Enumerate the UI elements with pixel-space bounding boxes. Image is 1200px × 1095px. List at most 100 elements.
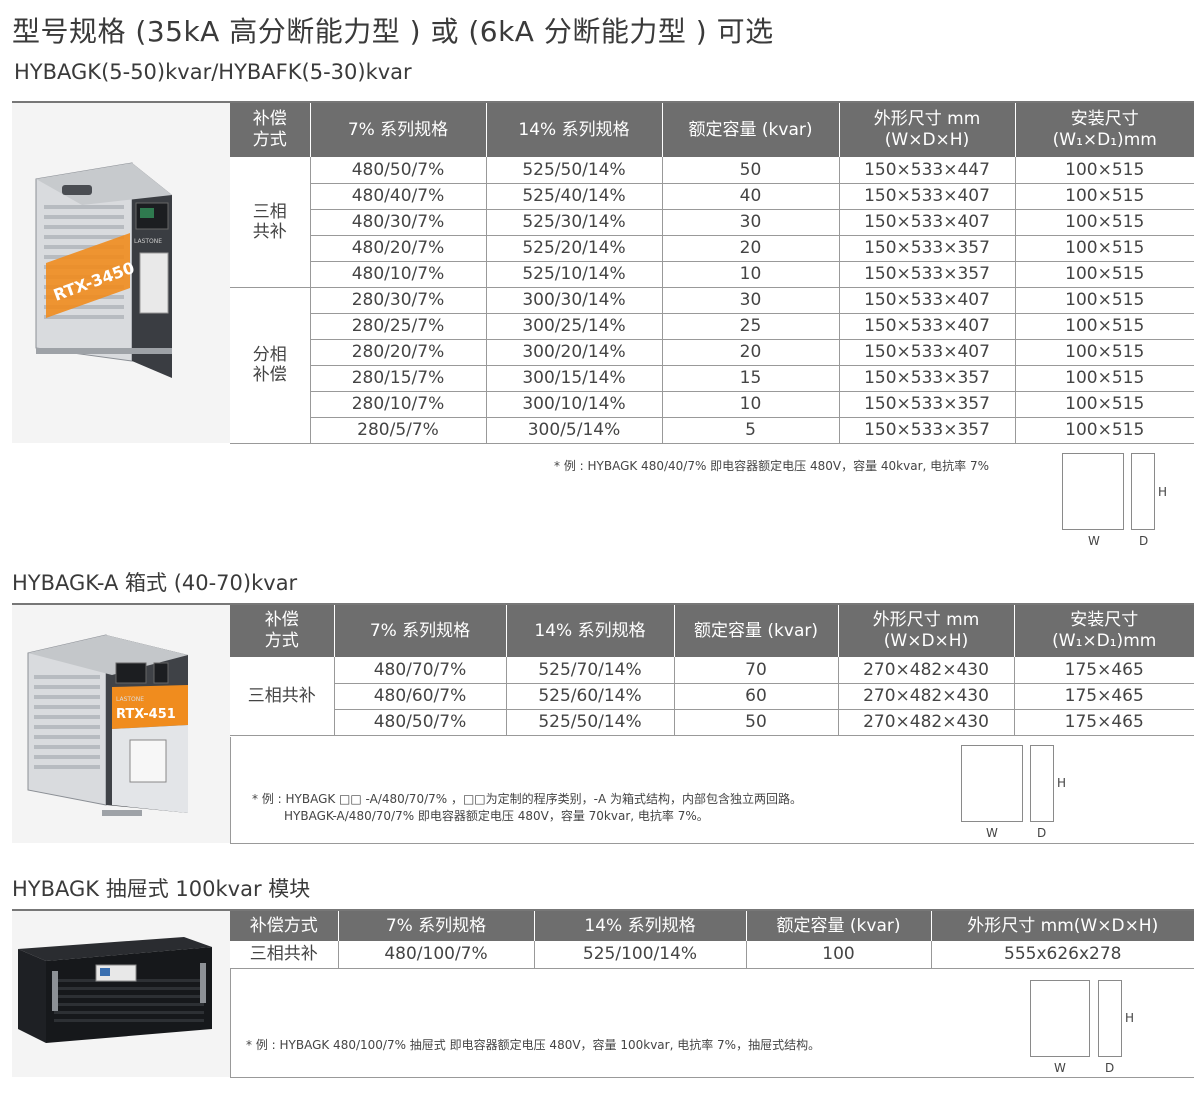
- section3-top-rule: [12, 909, 1194, 911]
- table3-cell-mode: 三相共补: [230, 941, 338, 969]
- section1-top-rule: [12, 101, 1194, 103]
- table2-cell: 525/70/14%: [505, 657, 674, 684]
- spec-table-1: 补偿 方式 7% 系列规格 14% 系列规格 额定容量 (kvar) 外形尺寸 …: [230, 103, 1194, 444]
- header3-rated-capacity: 额定容量 (kvar): [745, 911, 931, 941]
- table1-cell: 100×515: [1014, 339, 1194, 366]
- table1-cell: 100×515: [1014, 365, 1194, 392]
- header-compensation-mode: 补偿 方式: [230, 103, 310, 157]
- table1-cell: 525/40/14%: [485, 183, 662, 210]
- table1-cell: 15: [661, 365, 839, 392]
- header3-14pct-spec: 14% 系列规格: [533, 911, 746, 941]
- table1-cell: 150×533×357: [838, 417, 1015, 444]
- section2-bottom-rule: [230, 843, 1194, 844]
- table1-cell: 50: [661, 157, 839, 184]
- header-outline-size: 外形尺寸 mm (W×D×H): [838, 103, 1015, 157]
- header2-7pct-spec: 7% 系列规格: [333, 605, 506, 657]
- page-title: 型号规格 (35kA 高分断能力型 ) 或 (6kA 分断能力型 ) 可选: [12, 15, 774, 48]
- header2-outline-size: 外形尺寸 mm (W×D×H): [837, 605, 1014, 657]
- table2-cell: 270×482×430: [837, 709, 1014, 736]
- table1-cell: 280/10/7%: [309, 391, 486, 418]
- spec-table-3: 补偿方式 7% 系列规格 14% 系列规格 额定容量 (kvar) 外形尺寸 m…: [230, 911, 1194, 969]
- table1-cell: 150×533×407: [838, 339, 1015, 366]
- table1-cell: 300/5/14%: [485, 417, 662, 444]
- table1-cell: 25: [661, 313, 839, 340]
- dimension-side-box: [1131, 453, 1155, 530]
- table1-cell: 480/50/7%: [309, 157, 486, 184]
- product2-model-label: RTX-451: [116, 707, 176, 722]
- dimension3-w-label: W: [1054, 1061, 1066, 1075]
- dimension2-w-label: W: [986, 826, 998, 840]
- table2-group-label: 三相共补: [230, 657, 334, 736]
- table2-cell: 60: [673, 683, 838, 710]
- table1-cell: 150×533×407: [838, 313, 1015, 340]
- dimension-w-label: W: [1088, 534, 1100, 548]
- table1-cell: 280/5/7%: [309, 417, 486, 444]
- table1-cell: 525/30/14%: [485, 209, 662, 236]
- table1-cell: 100×515: [1014, 391, 1194, 418]
- product-image-box-type: RTX-451 LASTONE: [12, 605, 230, 843]
- product-image-drawer-type: [12, 911, 230, 1077]
- dimension-d-label: D: [1139, 534, 1149, 548]
- table3-cell-size: 555x626x278: [930, 941, 1194, 969]
- table1-cell: 100×515: [1014, 183, 1194, 210]
- table1-cell: 150×533×407: [838, 209, 1015, 236]
- dimension-front-box: [1062, 453, 1124, 530]
- section1-note: * 例 : HYBAGK 480/40/7% 即电容器额定电压 480V，容量 …: [554, 459, 989, 473]
- table1-cell: 280/20/7%: [309, 339, 486, 366]
- dimension3-h-label: H: [1125, 1011, 1135, 1025]
- header2-14pct-spec: 14% 系列规格: [505, 605, 674, 657]
- table1-cell: 525/20/14%: [485, 235, 662, 262]
- table1-cell: 480/20/7%: [309, 235, 486, 262]
- dimension3-side-box: [1098, 980, 1122, 1057]
- section3-title: HYBAGK 抽屉式 100kvar 模块: [12, 877, 311, 901]
- section2-note-line2: HYBAGK-A/480/70/7% 即电容器额定电压 480V，容量 70kv…: [284, 809, 709, 823]
- table2-cell: 525/60/14%: [505, 683, 674, 710]
- table3-row: 三相共补 480/100/7% 525/100/14% 100 555x626x…: [230, 941, 1194, 969]
- header3-outline-size: 外形尺寸 mm(W×D×H): [930, 911, 1194, 941]
- table1-cell: 20: [661, 235, 839, 262]
- table1-cell: 10: [661, 391, 839, 418]
- table3-cell-capacity: 100: [745, 941, 931, 969]
- dimension3-d-label: D: [1105, 1061, 1115, 1075]
- table1-cell: 300/25/14%: [485, 313, 662, 340]
- table1-cell: 480/40/7%: [309, 183, 486, 210]
- section3-note-left-rule: [230, 968, 231, 1078]
- table1-cell: 150×533×357: [838, 261, 1015, 288]
- spec-table-2: 补偿 方式 7% 系列规格 14% 系列规格 额定容量 (kvar) 外形尺寸 …: [230, 605, 1194, 736]
- table1-cell: 280/30/7%: [309, 287, 486, 314]
- table1-cell: 5: [661, 417, 839, 444]
- table1-cell: 100×515: [1014, 313, 1194, 340]
- table2-cell: 70: [673, 657, 838, 684]
- section2-title: HYBAGK-A 箱式 (40-70)kvar: [12, 571, 298, 595]
- table1-cell: 150×533×357: [838, 235, 1015, 262]
- header-7pct-spec: 7% 系列规格: [309, 103, 486, 157]
- section2-note-line1: * 例 : HYBAGK □□ -A/480/70/7% ，□□为定制的程序类别…: [252, 792, 803, 806]
- table1-cell: 300/20/14%: [485, 339, 662, 366]
- header-install-size: 安装尺寸 (W₁×D₁)mm: [1014, 103, 1194, 157]
- table2-cell: 525/50/14%: [505, 709, 674, 736]
- table1-cell: 20: [661, 339, 839, 366]
- table1-cell: 100×515: [1014, 235, 1194, 262]
- table2-cell: 480/50/7%: [333, 709, 506, 736]
- table2-cell: 175×465: [1013, 709, 1194, 736]
- table1-cell: 100×515: [1014, 417, 1194, 444]
- product2-brand-label: LASTONE: [116, 696, 144, 703]
- dimension2-side-box: [1030, 745, 1054, 822]
- table3-cell-14pct: 525/100/14%: [533, 941, 746, 969]
- header2-compensation-mode: 补偿 方式: [230, 605, 334, 657]
- table1-cell: 480/30/7%: [309, 209, 486, 236]
- table2-cell: 50: [673, 709, 838, 736]
- table1-cell: 10: [661, 261, 839, 288]
- table1-cell: 30: [661, 287, 839, 314]
- table1-cell: 525/50/14%: [485, 157, 662, 184]
